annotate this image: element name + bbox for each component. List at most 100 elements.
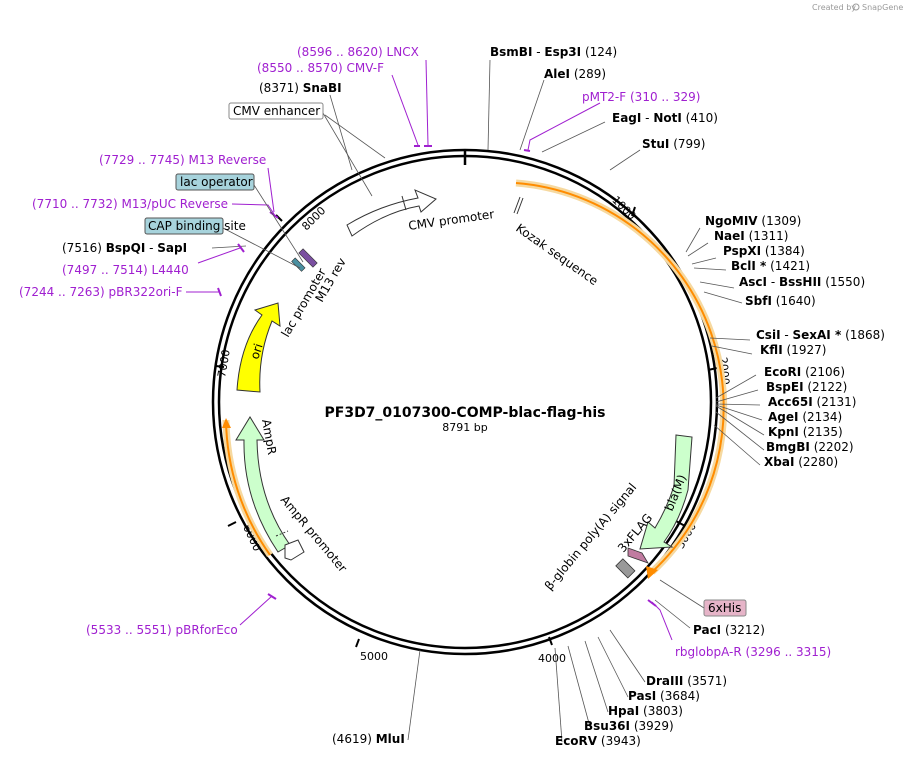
- enzyme-name: EcoRI: [764, 365, 801, 379]
- cmv-promoter-arrow: [346, 189, 437, 237]
- enzyme-position: (1550): [825, 275, 865, 289]
- enzyme-position: (7516): [62, 241, 102, 255]
- tick-label: 7000: [215, 349, 233, 379]
- backbone-outer-ring: [211, 148, 719, 656]
- ampr-arc-arrowhead: [222, 418, 231, 428]
- primer-label: rbglobpA-R (3296 .. 3315): [675, 645, 831, 659]
- enzyme-label: (8371) SnaBI: [259, 81, 342, 95]
- enzyme-name: EcoRV: [555, 734, 598, 748]
- primer-name: pBR322ori-F: [109, 285, 183, 299]
- enzyme-name: KpnI: [768, 425, 799, 439]
- enzyme-name: HpaI: [608, 704, 639, 718]
- primer-leaders: [186, 59, 673, 641]
- tick-mark: [675, 520, 686, 527]
- enzyme-labels: BsmBI - Esp3I (124) AleI (289) EagI - No…: [62, 45, 885, 748]
- enzyme-position: (3571): [687, 674, 727, 688]
- enzyme-name: BsmBI: [490, 45, 532, 59]
- kozak-label: Kozak sequence: [513, 221, 600, 288]
- plasmid-name: PF3D7_0107300-COMP-blac-flag-his: [325, 405, 606, 421]
- cmv-enhancer-junction: [401, 195, 407, 211]
- orf-arc: [515, 182, 725, 573]
- tick-label: 5000: [360, 650, 388, 663]
- enzyme-position: (1311): [749, 229, 789, 243]
- ori-arrow: [236, 302, 281, 393]
- enzyme-label: (4619) MluI: [332, 732, 405, 746]
- his-tag-box: [703, 599, 747, 617]
- primer-name: rbglobpA-R: [675, 645, 742, 659]
- boxed-labels: CMV enhancer lac operator CAP binding si…: [144, 102, 747, 617]
- primer-name: L4440: [152, 263, 189, 277]
- lac-operator-box: [175, 173, 255, 191]
- enzyme-name: KflI: [760, 343, 783, 357]
- enzyme-position: (2135): [803, 425, 843, 439]
- lac-operator-label: lac operator: [180, 175, 253, 189]
- primer-name: CMV-F: [347, 61, 385, 75]
- enzyme-label: BspEI (2122): [766, 380, 847, 394]
- enzyme-label: KpnI (2135): [768, 425, 843, 439]
- features: CMV promoter Kozak sequence bla(M) 3xFLA…: [222, 179, 728, 593]
- enzyme-position: (3684): [660, 689, 700, 703]
- enzyme-name: DraIII: [646, 674, 683, 688]
- enzyme-name: SbfI: [745, 294, 772, 308]
- enzyme-name: PacI: [693, 623, 721, 637]
- enzyme-name: AscI: [739, 275, 767, 289]
- enzyme-position: (2134): [802, 410, 842, 424]
- his-tag-label: 6xHis: [708, 601, 741, 615]
- primer-range: (3296 .. 3315): [746, 645, 832, 659]
- ampr-promoter-label: AmpR promoter: [278, 493, 350, 575]
- kozak-marker: [513, 196, 521, 214]
- primer-name: LNCX: [387, 45, 419, 59]
- enzyme-name: BspEI: [766, 380, 804, 394]
- enzyme-name: BssHII: [779, 275, 821, 289]
- enzyme-label: (7516) BspQI - SapI: [62, 241, 187, 255]
- primer-range: (5533 .. 5551): [86, 623, 172, 637]
- orf-arrowhead: [646, 566, 658, 579]
- enzyme-label: EcoRV (3943): [555, 734, 641, 748]
- enzyme-label: AscI - BssHII (1550): [739, 275, 865, 289]
- enzyme-name: StuI: [642, 137, 669, 151]
- enzyme-name: SnaBI: [303, 81, 342, 95]
- lac-operator-leader: [253, 184, 304, 263]
- enzyme-position: (1384): [765, 244, 805, 258]
- enzyme-label: StuI (799): [642, 137, 706, 151]
- cmv-enhancer-leader: [322, 112, 373, 197]
- enzyme-name: NotI: [653, 111, 682, 125]
- primer-label: (7710 .. 7732) M13/pUC Reverse: [32, 197, 228, 211]
- enzyme-name: EagI: [612, 111, 641, 125]
- enzyme-name: BclI *: [731, 259, 767, 273]
- enzyme-label: PspXI (1384): [723, 244, 805, 258]
- watermark-brand: SnapGene: [862, 3, 903, 12]
- ampr-promoter-arrow: [284, 539, 305, 561]
- m13-rev-marker: [298, 248, 318, 268]
- primer-label: (5533 .. 5551) pBRforEco: [86, 623, 238, 637]
- primer-name: pBRforEco: [176, 623, 238, 637]
- enzyme-position: (3943): [601, 734, 641, 748]
- enzyme-position: (2280): [798, 455, 838, 469]
- backbone: [211, 148, 719, 656]
- enzyme-name: Acc65I: [768, 395, 813, 409]
- enzyme-name: Bsu36I: [584, 719, 630, 733]
- primer-label: (7729 .. 7745) M13 Reverse: [99, 153, 266, 167]
- enzyme-name: NgoMIV: [705, 214, 758, 228]
- primer-label: (7244 .. 7263) pBR322ori-F: [19, 285, 183, 299]
- enzyme-position: (3212): [725, 623, 765, 637]
- enzyme-label: XbaI (2280): [764, 455, 838, 469]
- enzyme-label: Acc65I (2131): [768, 395, 856, 409]
- primer-range: (8596 .. 8620): [297, 45, 383, 59]
- enzyme-name: SexAI *: [793, 328, 842, 342]
- tick-mark: [707, 367, 718, 371]
- primer-range: (7244 .. 7263): [19, 285, 105, 299]
- kozak-marker: [516, 197, 524, 215]
- enzyme-label: HpaI (3803): [608, 704, 683, 718]
- primer-name: M13/pUC Reverse: [122, 197, 229, 211]
- tick-mark: [631, 206, 636, 217]
- enzyme-name: SapI: [157, 241, 187, 255]
- enzyme-label: PacI (3212): [693, 623, 765, 637]
- enzyme-position: (3929): [634, 719, 674, 733]
- primer-name: M13 Reverse: [189, 153, 267, 167]
- enzyme-name: AgeI: [768, 410, 798, 424]
- tick-mark: [227, 521, 237, 527]
- enzyme-leaders: [211, 59, 765, 743]
- enzyme-name: BspQI: [106, 241, 146, 255]
- plasmid-size: 8791 bp: [442, 421, 487, 434]
